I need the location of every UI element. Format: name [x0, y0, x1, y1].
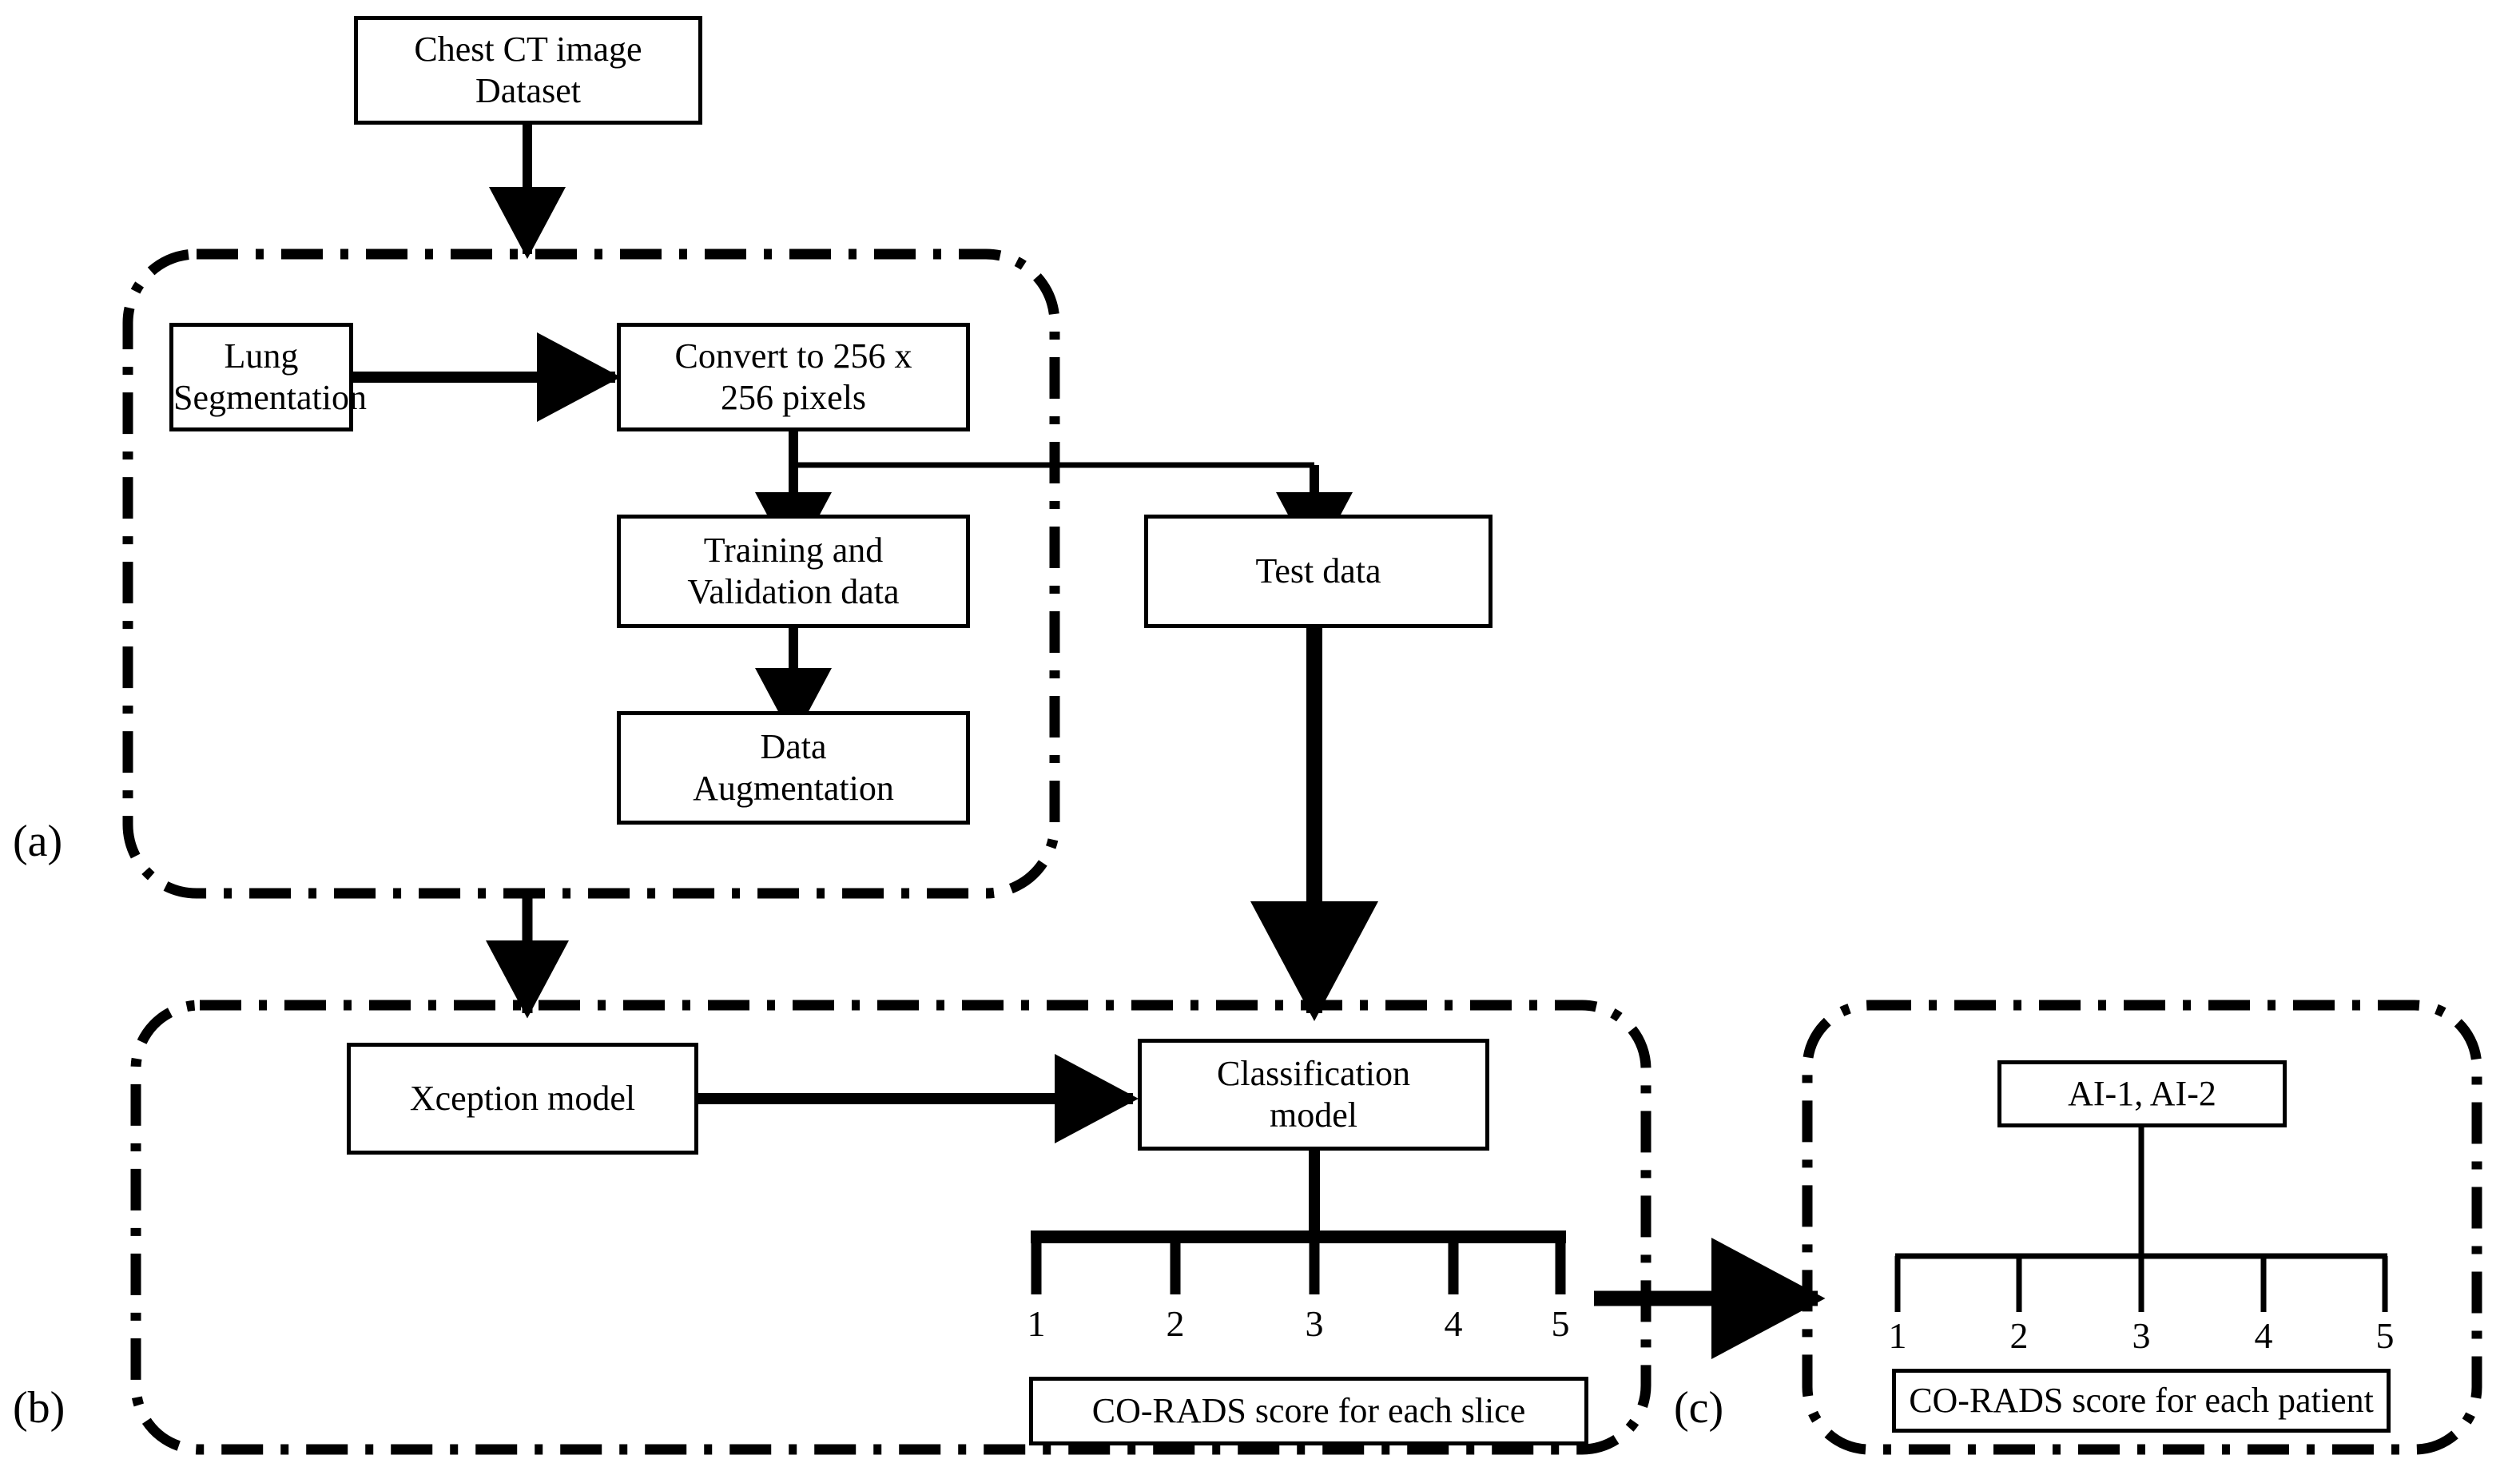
node-chest-ct-dataset: Chest CT image Dataset [354, 16, 702, 125]
node-classification-model: Classification model [1138, 1039, 1489, 1151]
training-line-1: Training and [703, 531, 884, 571]
classification-line-2: model [1270, 1095, 1357, 1135]
dataset-line-2: Dataset [475, 71, 581, 110]
scale-c-tick-label-3: 3 [2132, 1315, 2151, 1356]
panel-b-border [130, 1000, 1652, 1455]
convert-line-1: Convert to 256 x [674, 336, 912, 376]
scale-b-tick-label-1: 1 [1027, 1303, 1046, 1344]
node-convert-resolution: Convert to 256 x 256 pixels [617, 323, 970, 431]
convert-line-2: 256 pixels [720, 378, 867, 417]
training-line-2: Validation data [687, 572, 900, 611]
scale-c-tick-label-4: 4 [2254, 1315, 2273, 1356]
node-xception-model: Xception model [347, 1043, 698, 1155]
classification-line-1: Classification [1217, 1054, 1410, 1094]
scale-c-tick-label-5: 5 [2375, 1315, 2395, 1356]
corads-slice-label: CO-RADS score for each slice [1091, 1391, 1526, 1431]
scale-b-tick-label-3: 3 [1305, 1303, 1324, 1344]
panel-label-b: (b) [13, 1383, 66, 1433]
scale-c-tick-label-1: 1 [1888, 1315, 1907, 1356]
node-corads-score-slice: CO-RADS score for each slice [1029, 1377, 1588, 1445]
test-data-label: Test data [1255, 551, 1381, 591]
corads-patient-label: CO-RADS score for each patient [1909, 1381, 2374, 1421]
node-ai-readers: AI-1, AI-2 [1997, 1060, 2287, 1127]
xception-model-label: Xception model [409, 1079, 636, 1119]
dataset-line-1: Chest CT image [414, 30, 642, 70]
panel-a-border [122, 248, 1060, 899]
scale-b-tick-label-2: 2 [1166, 1303, 1185, 1344]
panel-label-c: (c) [1674, 1383, 1724, 1433]
node-data-augmentation: Data Augmentation [617, 711, 970, 825]
lung-segmentation-line-2: Segmentation [173, 378, 367, 417]
node-corads-score-patient: CO-RADS score for each patient [1892, 1369, 2391, 1433]
panel-c-border [1802, 1000, 2482, 1455]
node-lung-segmentation: Lung Segmentation [169, 323, 367, 431]
scale-b-tick-label-5: 5 [1551, 1303, 1570, 1344]
node-training-validation-data: Training and Validation data [617, 515, 970, 628]
augmentation-line-2: Augmentation [693, 769, 894, 808]
scale-b-tick-label-4: 4 [1444, 1303, 1463, 1344]
ai-readers-label: AI-1, AI-2 [2068, 1074, 2216, 1114]
scale-c-tick-label-2: 2 [2009, 1315, 2029, 1356]
lung-segmentation-line-1: Lung [224, 336, 299, 376]
augmentation-line-1: Data [760, 727, 827, 767]
node-test-data: Test data [1144, 515, 1493, 628]
panel-label-a: (a) [13, 817, 63, 866]
